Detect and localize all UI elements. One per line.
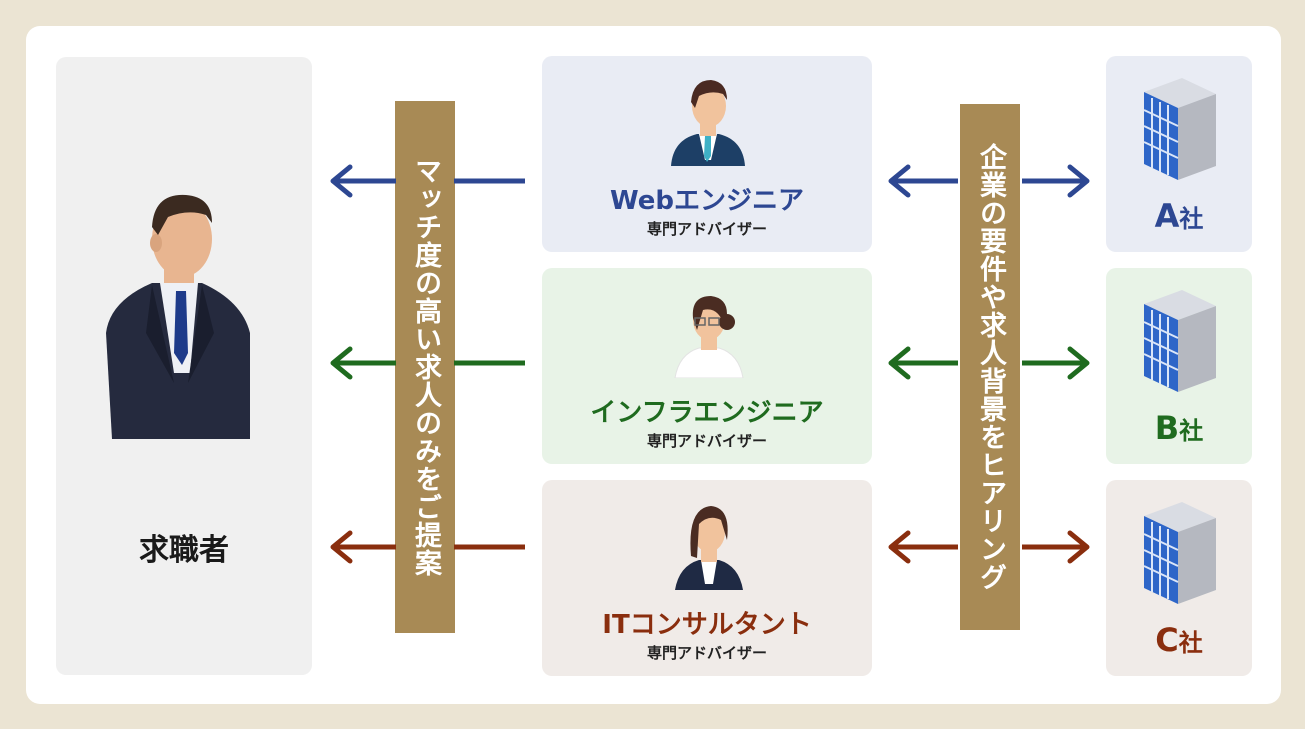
- office-building-icon: [1134, 284, 1224, 398]
- female-advisor-icon: [669, 500, 749, 594]
- arrow-advisor-company-b: [888, 346, 1090, 380]
- company-label: B社: [1106, 409, 1252, 447]
- arrow-advisor-company-c: [888, 530, 1090, 564]
- company-letter: B: [1154, 409, 1180, 447]
- female-advisor-glasses-icon: [669, 288, 749, 382]
- arrow-advisor-company-a: [888, 164, 1090, 198]
- arrow-to-seeker-2: [330, 346, 525, 380]
- company-card-b: B社: [1106, 268, 1252, 464]
- company-label: C社: [1106, 621, 1252, 659]
- advisor-subtitle: 専門アドバイザー: [646, 432, 767, 450]
- arrow-to-seeker-1: [330, 164, 525, 198]
- job-seeker-panel: 求職者: [56, 57, 312, 675]
- male-advisor-icon: [667, 76, 747, 170]
- company-letter: C: [1155, 621, 1179, 659]
- businessman-icon: [102, 183, 252, 443]
- advisor-card-consultant: ITコンサルタント 専門アドバイザー: [542, 480, 872, 676]
- arrow-to-seeker-3: [330, 530, 525, 564]
- advisor-subtitle: 専門アドバイザー: [646, 220, 767, 238]
- hearing-banner: 企業の要件や求人背景をヒアリング: [960, 104, 1020, 630]
- company-suffix: 社: [1179, 417, 1204, 445]
- advisor-card-infra: インフラエンジニア 専門アドバイザー: [542, 268, 872, 464]
- company-suffix: 社: [1179, 205, 1204, 233]
- company-card-c: C社: [1106, 480, 1252, 676]
- company-card-a: A社: [1106, 56, 1252, 252]
- company-suffix: 社: [1178, 629, 1203, 657]
- office-building-icon: [1134, 496, 1224, 610]
- advisor-title: インフラエンジニア: [590, 398, 824, 428]
- advisor-title: Webエンジニア: [610, 186, 804, 216]
- company-letter: A: [1154, 197, 1180, 235]
- office-building-icon: [1134, 72, 1224, 186]
- job-seeker-label: 求職者: [139, 533, 229, 568]
- advisor-subtitle: 専門アドバイザー: [646, 644, 767, 662]
- proposal-banner: マッチ度の高い求人のみをご提案: [395, 101, 455, 633]
- advisor-card-web: Webエンジニア 専門アドバイザー: [542, 56, 872, 252]
- company-label: A社: [1106, 197, 1252, 235]
- advisor-title: ITコンサルタント: [602, 610, 812, 640]
